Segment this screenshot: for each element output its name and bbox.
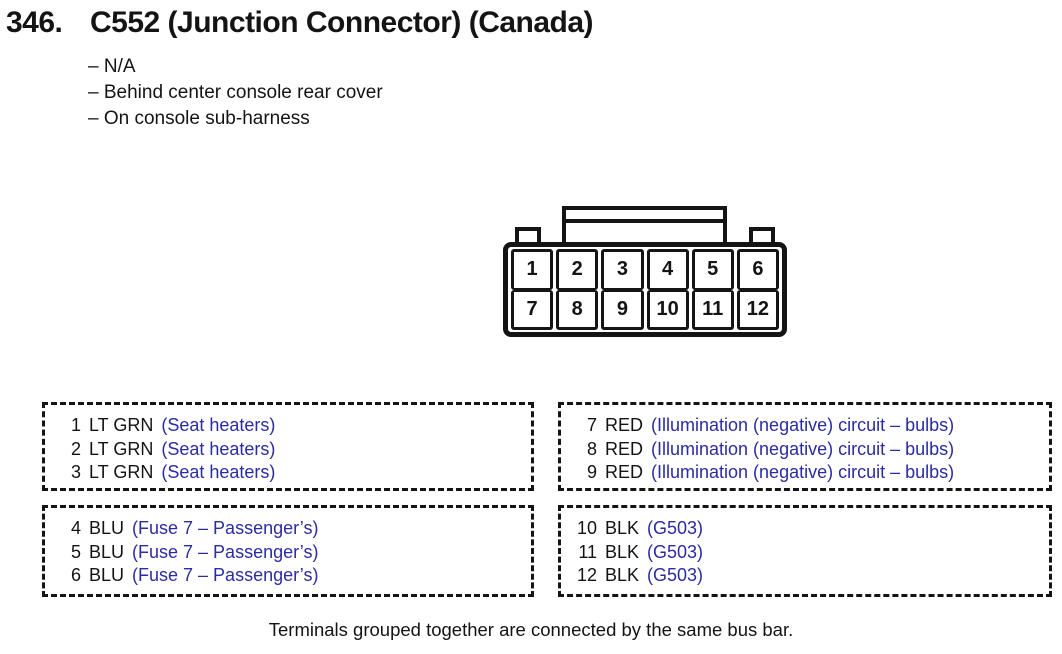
pin-cell-8: 8 [556,289,599,330]
pin-number: 1 [70,415,81,435]
pin-line: 9 RED (Illumination (negative) circuit –… [573,461,1049,485]
circuit-description: (Fuse 7 – Passenger’s) [132,565,319,585]
page-header: 346. C552 (Junction Connector) (Canada) [6,6,594,40]
circuit-description: (Illumination (negative) circuit – bulbs… [651,415,955,435]
wire-color: BLU [89,518,125,538]
circuit-description: (Illumination (negative) circuit – bulbs… [651,462,955,482]
pin-group-box-7-9: 7 RED (Illumination (negative) circuit –… [558,402,1052,491]
connector-diagram: 1 2 3 4 5 6 7 8 9 10 11 12 [503,206,787,337]
connector-notch-right [749,227,775,244]
pin-number: 12 [576,565,597,585]
circuit-description: (Fuse 7 – Passenger’s) [132,541,319,562]
wire-color: RED [605,438,644,459]
pin-number: 11 [578,541,597,562]
connector-lock-tab-ridge [566,210,723,223]
pin-group-box-10-12: 10 BLK (G503) 11 BLK (G503) 12 BLK (G503… [558,505,1052,597]
pin-cell-10: 10 [646,289,689,330]
note-line: – Behind center console rear cover [88,82,383,103]
pin-number: 2 [70,438,81,459]
circuit-description: (G503) [647,565,704,585]
pin-cell-5: 5 [691,249,734,290]
pin-line: 12 BLK (G503) [573,564,1049,588]
connector-housing: 1 2 3 4 5 6 7 8 9 10 11 12 [503,242,787,337]
pin-cell-7: 7 [511,289,554,330]
circuit-description: (Fuse 7 – Passenger’s) [132,518,319,538]
circuit-description: (Seat heaters) [161,415,276,435]
wire-color: RED [605,462,644,482]
circuit-description: (Illumination (negative) circuit – bulbs… [651,438,955,459]
wire-color: BLK [605,518,640,538]
pin-line: 2 LT GRN (Seat heaters) [57,438,531,462]
circuit-description: (Seat heaters) [161,438,276,459]
pin-line: 8 RED (Illumination (negative) circuit –… [573,438,1049,462]
wire-color: BLU [89,565,125,585]
pin-number: 4 [70,518,81,538]
wire-color: LT GRN [89,438,154,459]
bus-bar-note: Terminals grouped together are connected… [268,619,794,640]
pin-number: 5 [70,541,81,562]
note-line: – On console sub-harness [88,108,310,129]
pin-line: 6 BLU (Fuse 7 – Passenger’s) [57,564,531,588]
pin-line: 1 LT GRN (Seat heaters) [57,414,531,438]
pin-number: 8 [586,438,597,459]
pin-line: 10 BLK (G503) [573,517,1049,541]
wire-color: LT GRN [89,415,154,435]
pin-cell-6: 6 [736,249,779,290]
wire-color: BLK [605,565,640,585]
pin-cell-1: 1 [511,249,554,290]
connector-lock-tab [562,206,727,247]
pin-number: 7 [586,415,597,435]
pin-cell-12: 12 [736,289,779,330]
pin-group-box-1-3: 1 LT GRN (Seat heaters) 2 LT GRN (Seat h… [42,402,534,491]
page-title: C552 (Junction Connector) (Canada) [90,6,594,39]
pin-number: 9 [586,462,597,482]
wire-color: LT GRN [89,462,154,482]
pin-line: 7 RED (Illumination (negative) circuit –… [573,414,1049,438]
wire-color: BLK [605,541,640,562]
pin-line: 11 BLK (G503) [573,541,1049,565]
wire-color: BLU [89,541,125,562]
pin-group-box-4-6: 4 BLU (Fuse 7 – Passenger’s) 5 BLU (Fuse… [42,505,534,597]
pin-cell-3: 3 [601,249,644,290]
pin-line: 5 BLU (Fuse 7 – Passenger’s) [57,541,531,565]
pin-line: 4 BLU (Fuse 7 – Passenger’s) [57,517,531,541]
circuit-description: (G503) [647,518,704,538]
pin-cell-11: 11 [691,289,734,330]
pin-cell-4: 4 [646,249,689,290]
pin-line: 3 LT GRN (Seat heaters) [57,461,531,485]
pin-number: 10 [576,518,597,538]
wire-color: RED [605,415,644,435]
circuit-description: (Seat heaters) [161,462,276,482]
pin-cell-9: 9 [601,289,644,330]
location-notes: – N/A – Behind center console rear cover… [88,54,383,132]
pin-number: 3 [70,462,81,482]
item-number: 346. [6,6,63,39]
circuit-description: (G503) [647,541,704,562]
pin-number: 6 [70,565,81,585]
pin-cell-2: 2 [556,249,599,290]
note-line: – N/A [88,56,136,77]
connector-notch-left [515,227,541,244]
